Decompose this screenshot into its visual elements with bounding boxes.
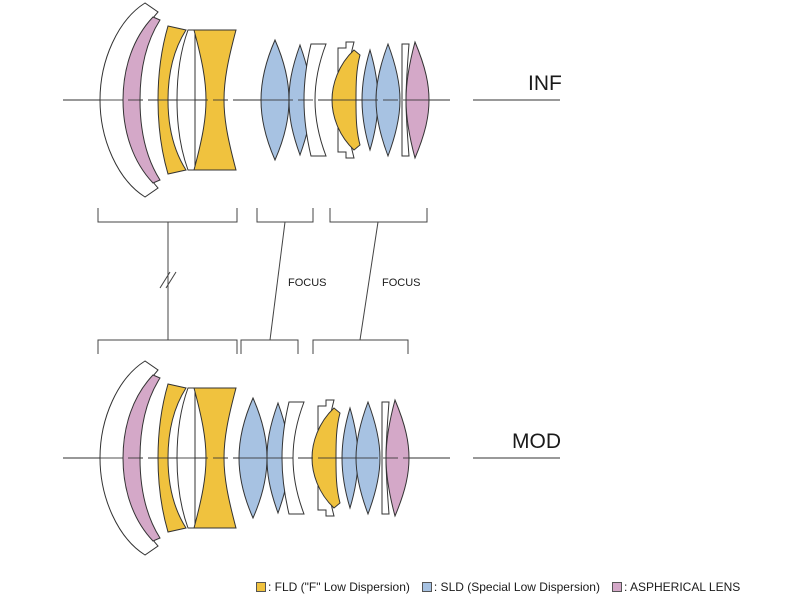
- mod-group-3-bracket: [312, 339, 409, 354]
- inf-group-2-bracket: [256, 208, 314, 223]
- mod-group-1-bracket: [97, 339, 238, 354]
- inf-lens-element-8: [303, 43, 327, 157]
- legend-item-aspherical: : ASPHERICAL LENS: [611, 580, 741, 594]
- group-1-fixed-mark-1: [159, 271, 171, 289]
- legend: : FLD ("F" Low Dispersion) : SLD (Specia…: [256, 580, 740, 594]
- inf-label: INF: [528, 72, 562, 95]
- inf-lens-element-2: [122, 16, 161, 184]
- focus-movement-connectors: [97, 208, 428, 354]
- sld-swatch: [421, 582, 432, 592]
- mod-lens-diagram: [63, 360, 560, 556]
- group-2-focus-line: [269, 221, 286, 341]
- mod-label: MOD: [512, 430, 561, 453]
- inf-group-3-bracket: [329, 208, 428, 223]
- fld-swatch: [256, 582, 266, 592]
- focus-label-group-2: FOCUS: [288, 277, 327, 289]
- aspherical-swatch: [611, 582, 622, 592]
- mod-lens-element-2: [122, 374, 161, 542]
- group-1-fixed-mark-2: [165, 271, 177, 289]
- inf-group-1-bracket: [97, 208, 238, 223]
- legend-item-sld: : SLD (Special Low Dispersion): [421, 580, 600, 594]
- mod-group-2-bracket: [240, 339, 299, 354]
- legend-sld-label: : SLD (Special Low Dispersion): [433, 580, 600, 594]
- focus-label-group-3: FOCUS: [382, 277, 421, 289]
- group-3-focus-line: [359, 221, 379, 341]
- legend-fld-label: : FLD ("F" Low Dispersion): [268, 580, 410, 594]
- mod-lens-element-3: [157, 383, 187, 533]
- legend-item-fld: : FLD ("F" Low Dispersion): [256, 580, 410, 594]
- legend-aspherical-label: : ASPHERICAL LENS: [623, 580, 741, 594]
- inf-lens-element-3: [157, 25, 187, 175]
- inf-lens-diagram: [63, 2, 560, 198]
